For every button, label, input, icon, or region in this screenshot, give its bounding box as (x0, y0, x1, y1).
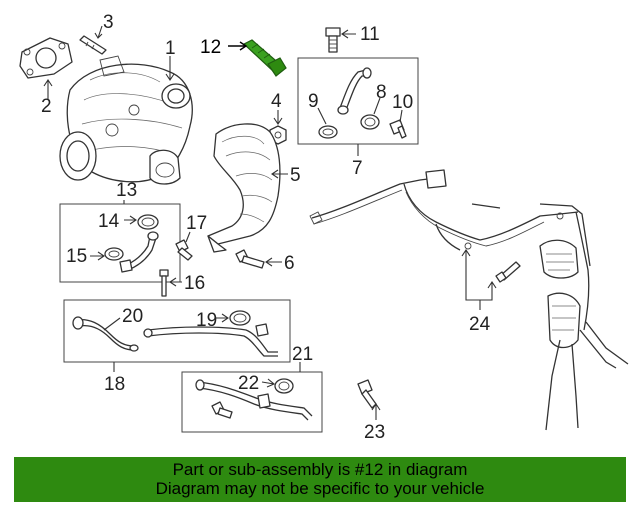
callout-9: 9 (308, 91, 319, 112)
part-3-stud[interactable] (79, 35, 107, 55)
callout-17: 17 (186, 213, 207, 234)
part-6-bolt[interactable] (235, 249, 265, 269)
part-22-seal[interactable] (274, 378, 294, 394)
part-18-pipe[interactable] (143, 323, 278, 357)
part-17-bolt[interactable] (175, 239, 193, 261)
box-18 (63, 299, 291, 363)
parts-diagram: 2 3 1 12 11 (19, 12, 629, 443)
part-14-seal[interactable] (137, 214, 159, 230)
callout-12: 12 (200, 37, 221, 58)
part-5-heat-shield[interactable] (207, 123, 281, 253)
callout-3: 3 (103, 12, 114, 33)
banner-line-2: Diagram may not be specific to your vehi… (155, 479, 485, 498)
callout-2: 2 (41, 96, 52, 117)
part-23-bolt[interactable] (357, 379, 377, 409)
callout-4: 4 (271, 91, 282, 112)
part-7-tube[interactable] (337, 67, 372, 115)
callout-1: 1 (165, 38, 176, 59)
part-12-bolt[interactable] (242, 39, 287, 77)
callout-15: 15 (66, 246, 87, 267)
callout-23: 23 (364, 422, 385, 443)
part-15-seal[interactable] (104, 247, 124, 261)
box-21 (181, 371, 323, 433)
part-1-turbocharger[interactable] (59, 55, 193, 185)
callout-6: 6 (284, 253, 295, 274)
part-11-bolt[interactable] (325, 27, 341, 53)
part-19-seal[interactable] (229, 310, 251, 326)
part-20-hose[interactable] (72, 316, 139, 352)
banner-line-1: Part or sub-assembly is #12 in diagram (172, 460, 468, 479)
callout-21: 21 (292, 344, 313, 365)
callout-22: 22 (238, 373, 259, 394)
part-9-seal[interactable] (318, 125, 338, 139)
callout-5: 5 (290, 165, 301, 186)
callout-14: 14 (98, 211, 120, 232)
info-banner: Part or sub-assembly is #12 in diagram D… (14, 457, 626, 502)
callout-10: 10 (392, 92, 413, 113)
part-13-tube[interactable] (119, 231, 159, 273)
callout-18: 18 (104, 374, 125, 395)
part-10-bolt[interactable] (389, 119, 407, 139)
callout-20: 20 (122, 306, 143, 327)
callout-24: 24 (469, 314, 491, 335)
part-24-harness[interactable] (309, 169, 629, 431)
callout-7: 7 (352, 158, 363, 179)
part-21-pipe[interactable] (195, 379, 313, 421)
part-2-gasket[interactable] (19, 37, 73, 79)
part-21-bolt[interactable] (211, 401, 233, 419)
part-16-stud[interactable] (159, 269, 169, 297)
part-8-seal[interactable] (360, 114, 380, 130)
callout-11: 11 (360, 24, 380, 45)
callout-8: 8 (376, 82, 387, 103)
callout-13: 13 (116, 180, 137, 201)
callout-16: 16 (184, 273, 205, 294)
callout-19: 19 (196, 310, 217, 331)
